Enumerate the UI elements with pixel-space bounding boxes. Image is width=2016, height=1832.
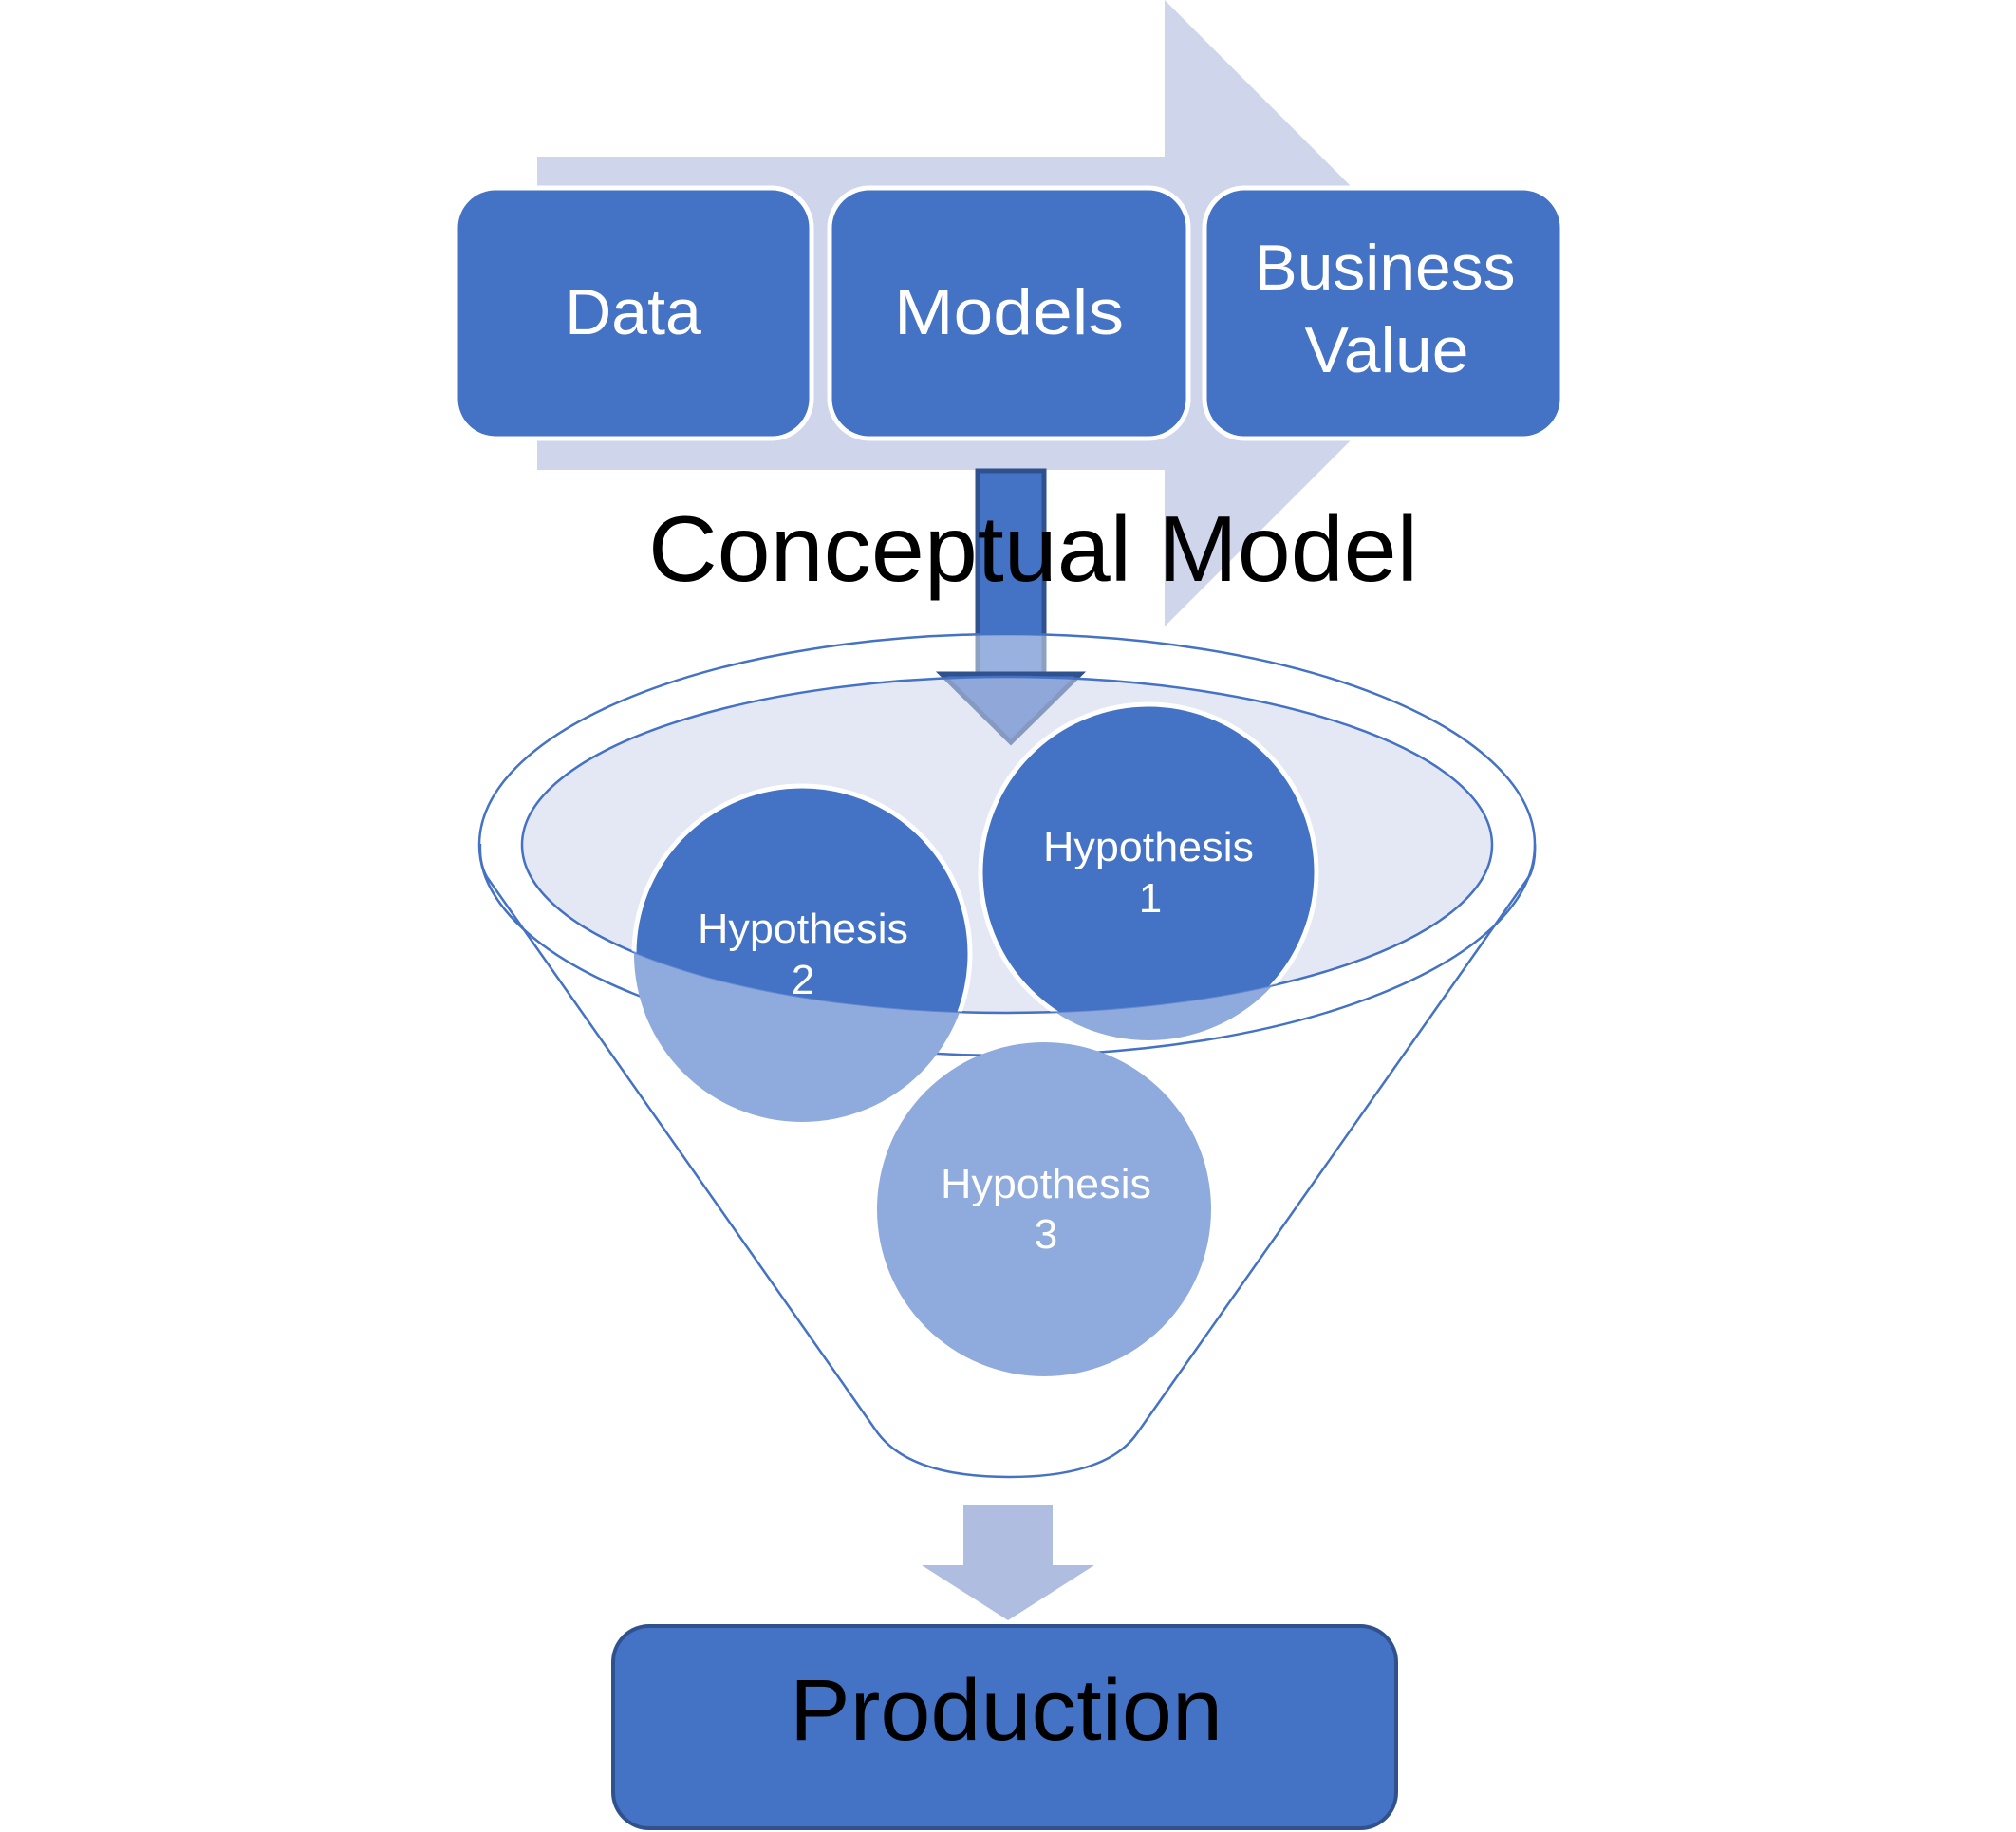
hypothesis-1-title: Hypothesis (1043, 824, 1254, 870)
conceptual-arrow-shaft (975, 468, 1047, 679)
funnel: Hypothesis 1 Hypothesis 2 Hypothesis 3 (477, 632, 1537, 1479)
funnel-inner-ellipse-edge (521, 844, 1493, 1014)
conceptual-model-label: Conceptual Model (648, 496, 1418, 601)
pipeline-step-business-value[interactable]: Business Value (1202, 185, 1565, 441)
hypothesis-2-number: 2 (792, 957, 814, 1003)
production-arrow (922, 1505, 1094, 1620)
funnel-rim-right (1528, 843, 1537, 876)
funnel-body-outline (485, 874, 1532, 1479)
hypothesis-2-title: Hypothesis (698, 906, 908, 952)
hypothesis-3-circle[interactable] (877, 1042, 1211, 1376)
pipeline-step-models-label: Models (894, 276, 1124, 348)
hypothesis-1-number: 1 (1139, 875, 1162, 922)
production-label: Production (790, 1662, 1223, 1759)
hypothesis-1-circle[interactable] (978, 701, 1319, 1040)
production-box[interactable]: Production (611, 1624, 1398, 1830)
funnel-rim-left (478, 843, 489, 878)
pipeline-step-business-label-line2: Value (1305, 314, 1469, 386)
hypothesis-3-number: 3 (1035, 1211, 1057, 1258)
pipeline-step-data-label: Data (565, 276, 701, 348)
hypothesis-3-title: Hypothesis (941, 1161, 1151, 1207)
pipeline-step-data[interactable]: Data (453, 185, 814, 441)
pipeline-step-models[interactable]: Models (827, 185, 1191, 441)
pipeline-step-business-label-line1: Business (1255, 232, 1516, 304)
